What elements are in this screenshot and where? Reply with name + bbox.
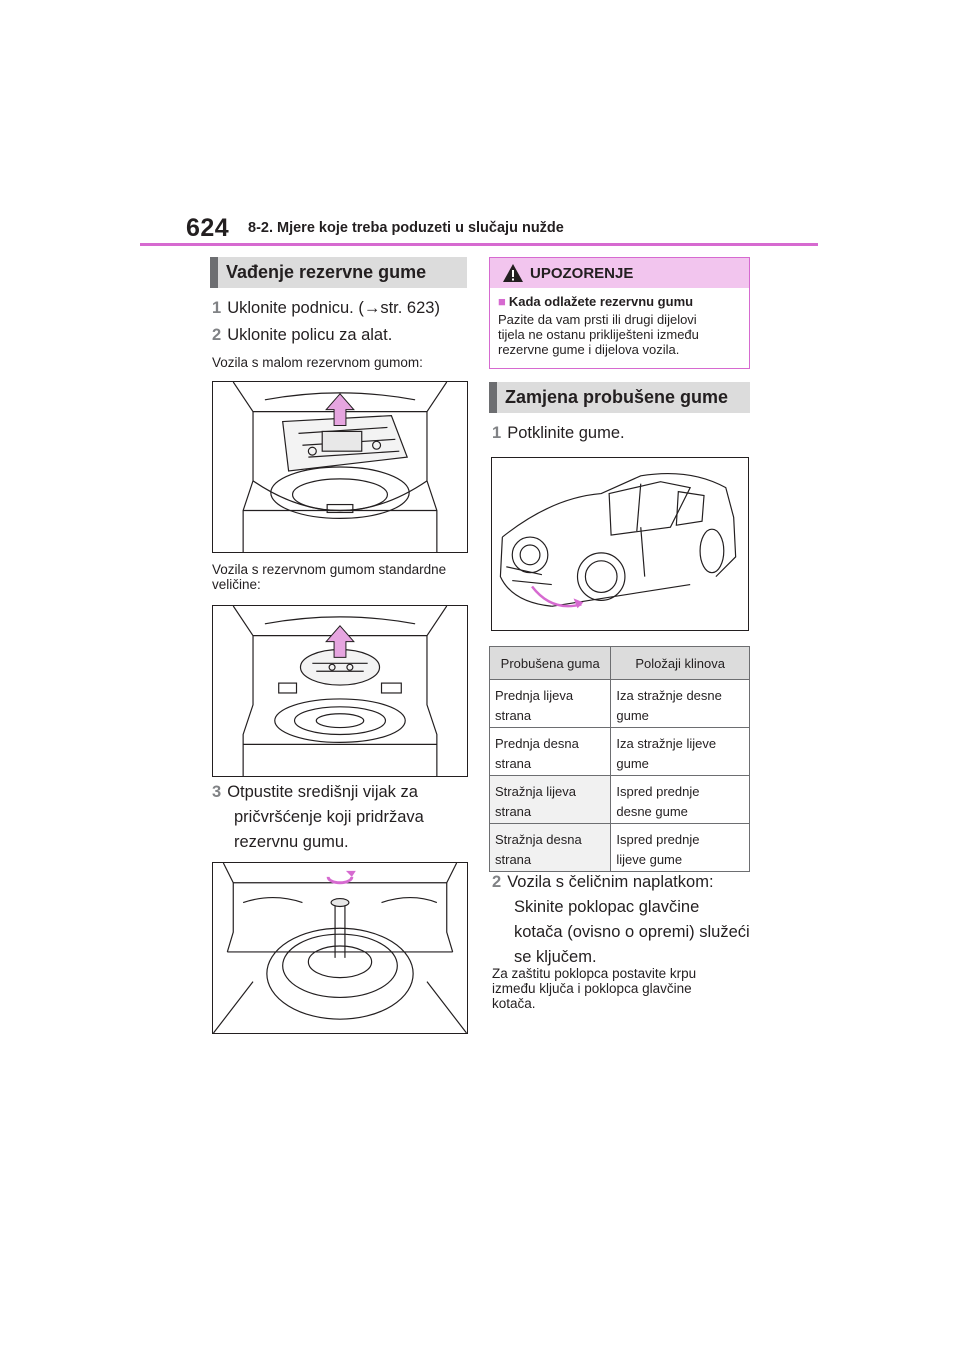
square-bullet-icon: ■ xyxy=(498,294,506,309)
warning-title: UPOZORENJE xyxy=(530,265,634,282)
step-text: Skinite poklopac glavčine xyxy=(514,898,700,916)
step-number: 1 xyxy=(212,299,222,317)
warning-line: Pazite da vam prsti ili drugi dijelovi xyxy=(498,312,697,327)
section-title-flat-tire: Zamjena probušene gume xyxy=(489,382,750,413)
step-number: 2 xyxy=(492,873,502,891)
figure-trunk-small-spare xyxy=(212,381,468,553)
step-number: 1 xyxy=(492,424,502,442)
figure-car-chock xyxy=(491,457,749,631)
step-text: Potklinite gume. xyxy=(507,424,625,442)
warning-text: Pazite da vam prsti ili drugi dijelovi t… xyxy=(498,312,743,357)
step-text: rezervnu gumu. xyxy=(234,833,349,851)
note-line: kotača. xyxy=(492,996,536,1011)
warning-box: UPOZORENJE ■Kada odlažete rezervnu gumu … xyxy=(489,257,750,369)
table-header-row: Probušena guma Položaji klinova xyxy=(488,646,750,680)
step-text: se ključem. xyxy=(514,948,597,966)
step-1-chock: 1 Potklinite gume. xyxy=(492,421,625,446)
table-header-cell: Položaji klinova xyxy=(610,646,750,680)
hubcap-note: Za zaštitu poklopca postavite krpu izmeđ… xyxy=(492,966,696,1011)
step-number: 2 xyxy=(212,326,222,344)
page-number: 624 xyxy=(186,214,230,242)
step-2: 2 Uklonite policu za alat. xyxy=(212,323,392,348)
header-rule xyxy=(140,243,818,246)
section-title-text: Zamjena probušene gume xyxy=(505,387,729,407)
trunk-standard-spare-illustration xyxy=(232,606,448,776)
step-text: Uklonite policu za alat. xyxy=(227,326,393,344)
step-1: 1 Uklonite podnicu. (→str. 623) xyxy=(212,296,440,321)
step-text: pričvršćenje koji pridržava xyxy=(234,808,424,826)
warning-subtitle: ■Kada odlažete rezervnu gumu xyxy=(498,294,693,309)
note-line: Za zaštitu poklopca postavite krpu xyxy=(492,966,697,981)
figure-spare-bolt xyxy=(212,862,468,1034)
warning-line: tijela ne ostanu prikliješteni između xyxy=(498,327,699,342)
figure-trunk-standard-spare xyxy=(212,605,468,777)
step-number: 3 xyxy=(212,783,222,801)
warning-header: UPOZORENJE xyxy=(490,258,749,288)
warning-subtitle-text: Kada odlažete rezervnu gumu xyxy=(508,294,694,309)
caption-small-spare: Vozila s malom rezervnom gumom: xyxy=(212,355,423,370)
caption-line: Vozila s rezervnom gumom standardne xyxy=(212,562,447,577)
section-title-text: Vađenje rezervne gume xyxy=(226,262,427,282)
step-text: kotača (ovisno o opremi) služeći xyxy=(514,923,750,941)
spare-bolt-illustration xyxy=(213,863,467,1033)
note-line: između ključa i poklopca glavčine xyxy=(492,981,692,996)
step-text: Uklonite podnicu. (→str. 623) xyxy=(227,299,440,317)
section-title-spare-removal: Vađenje rezervne gume xyxy=(210,257,467,288)
running-head: 8-2. Mjere koje treba poduzeti u slučaju… xyxy=(248,220,564,236)
trunk-small-spare-illustration xyxy=(232,382,448,552)
car-illustration xyxy=(499,472,737,609)
table-header-cell: Probušena guma xyxy=(488,646,612,680)
chock-position-table: Probušena guma Položaji klinova Prednja … xyxy=(488,646,750,872)
step-3: 3 Otpustite središnji vijak za pričvršćen… xyxy=(212,780,424,855)
warning-triangle-icon xyxy=(503,264,523,282)
step-text: Vozila s čeličnim naplatkom: xyxy=(507,873,714,891)
step-text: Otpustite središnji vijak za xyxy=(227,783,418,801)
caption-line: veličine: xyxy=(212,577,261,592)
caption-standard-spare: Vozila s rezervnom gumom standardne veli… xyxy=(212,562,446,592)
step-2-hubcap: 2 Vozila s čeličnim naplatkom: Skinite po… xyxy=(492,870,750,970)
warning-line: rezervne gume i dijelova vozila. xyxy=(498,342,680,357)
